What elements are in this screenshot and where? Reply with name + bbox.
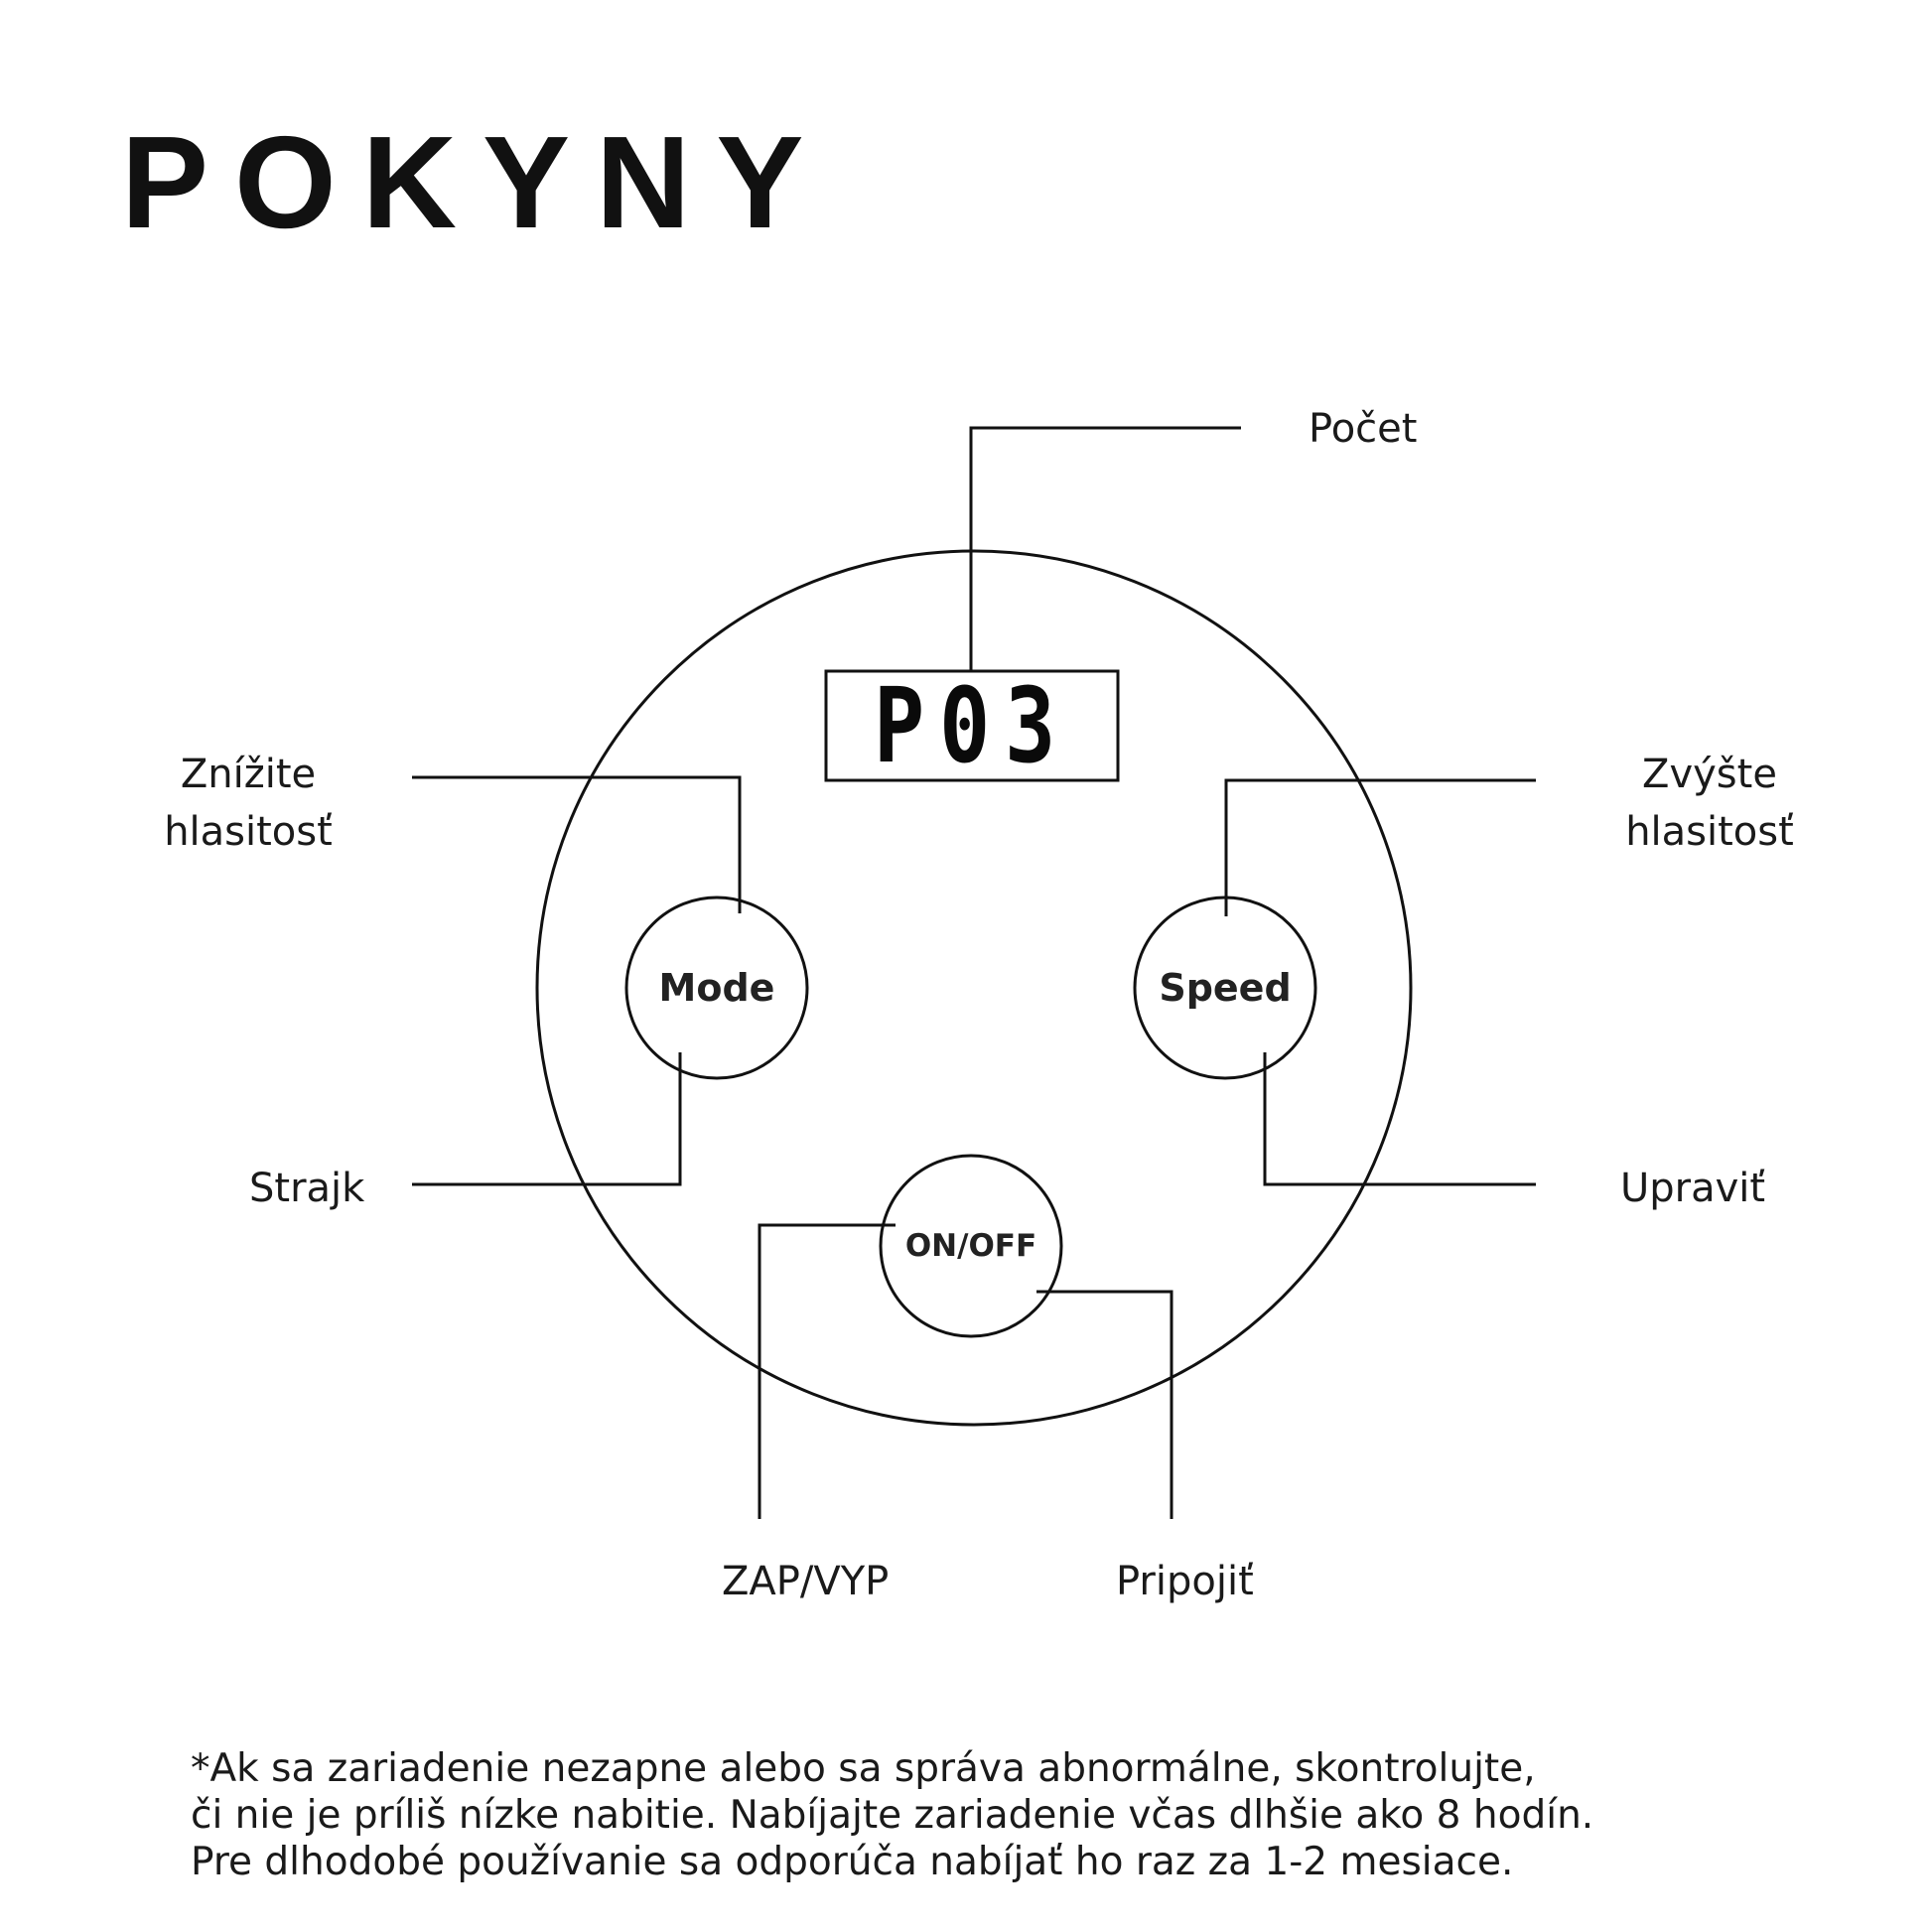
label-adjust: Upraviť xyxy=(1620,1166,1766,1211)
power-button-outline xyxy=(879,1154,1063,1338)
device-outline xyxy=(535,549,1413,1427)
label-volume-down: Znížite hlasitosť xyxy=(119,746,377,861)
label-count: Počet xyxy=(1309,406,1418,452)
leader-volume-up xyxy=(1224,778,1536,916)
footnote-line1: *Ak sa zariadenie nezapne alebo sa správ… xyxy=(191,1746,1536,1791)
label-strike: Strajk xyxy=(249,1166,365,1211)
footnote: *Ak sa zariadenie nezapne alebo sa správ… xyxy=(191,1745,1819,1885)
label-volume-down-line1: Znížite xyxy=(180,752,317,797)
label-volume-up-line1: Zvýšte xyxy=(1642,752,1777,797)
label-volume-up-line2: hlasitosť xyxy=(1625,809,1794,855)
leader-volume-down xyxy=(412,775,742,913)
leader-adjust xyxy=(1263,1052,1536,1186)
mode-button-outline xyxy=(624,896,809,1080)
label-volume-down-line2: hlasitosť xyxy=(164,809,333,855)
label-connect: Pripojiť xyxy=(1116,1559,1254,1604)
mode-button[interactable]: Mode xyxy=(658,966,775,1010)
leader-strike xyxy=(412,1052,682,1186)
leader-on-off xyxy=(758,1223,896,1519)
footnote-line2: či nie je príliš nízke nabitie. Nabíjajt… xyxy=(191,1793,1594,1838)
label-volume-up: Zvýšte hlasitosť xyxy=(1581,746,1839,861)
power-button[interactable]: ON/OFF xyxy=(904,1228,1037,1264)
speed-button[interactable]: Speed xyxy=(1159,966,1292,1010)
leader-count xyxy=(969,426,1241,671)
page-title: POKYNY xyxy=(121,109,830,255)
footnote-line3: Pre dlhodobé používanie sa odporúča nabí… xyxy=(191,1840,1514,1884)
leader-connect xyxy=(1036,1290,1173,1519)
label-on-off: ZAP/VYP xyxy=(722,1559,890,1604)
count-display: P03 xyxy=(873,665,1071,786)
